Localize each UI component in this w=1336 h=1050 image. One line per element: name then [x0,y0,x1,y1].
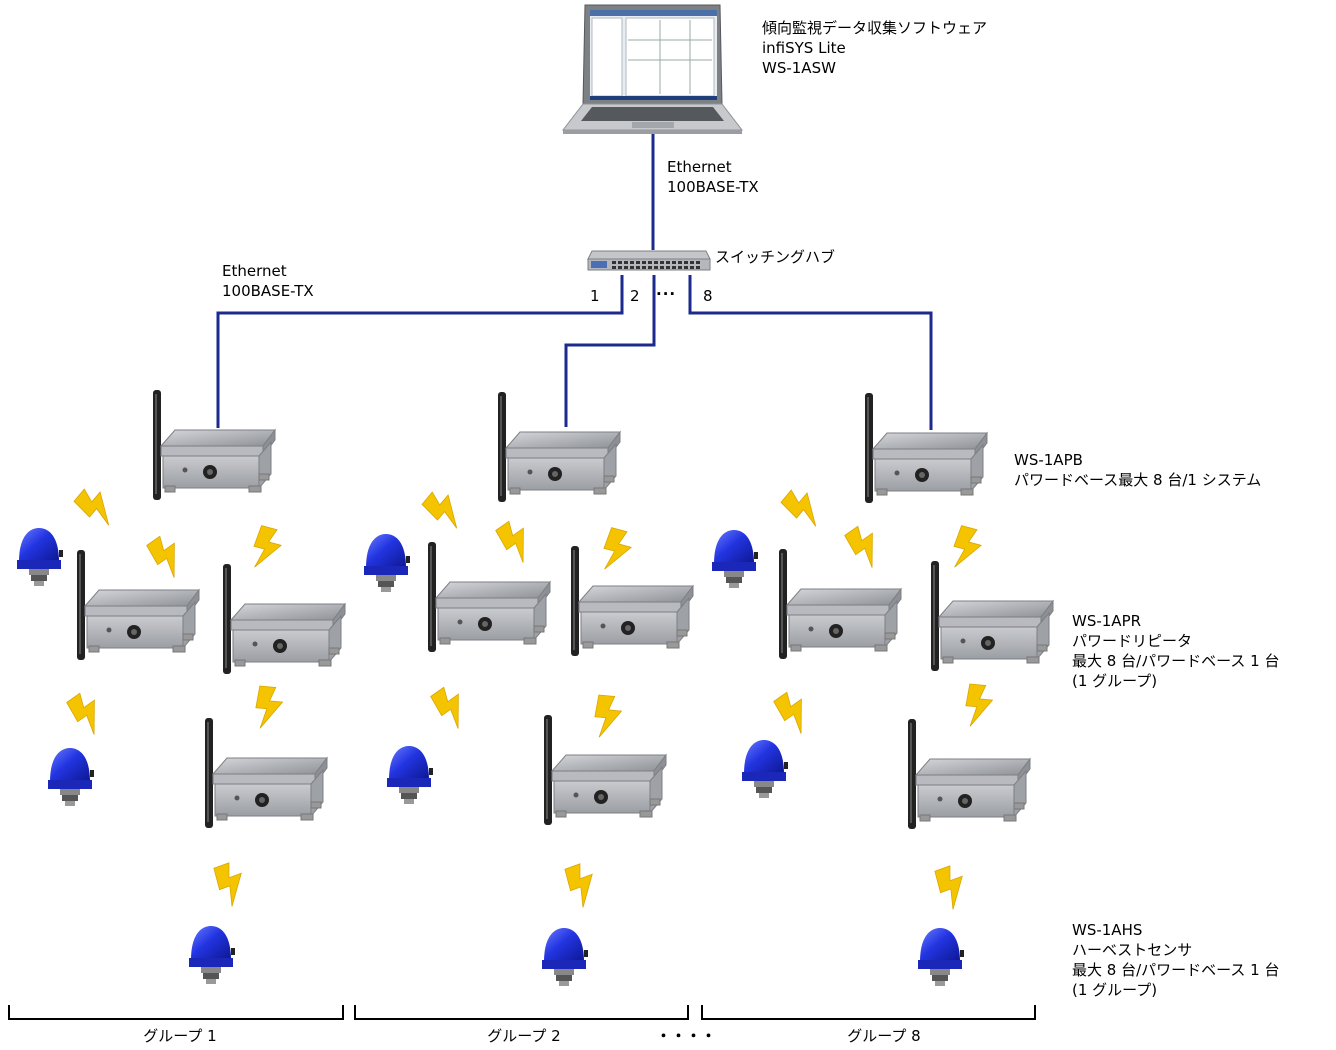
groups-ellipsis: ・・・・ [655,1027,717,1045]
lightning-bolt-icon [211,859,252,909]
software-label: 傾向監視データ収集ソフトウェア infiSYS Lite WS-1ASW [762,18,987,78]
hub-port-ellipsis: ··· [656,285,677,303]
software-name: infiSYS Lite [762,39,846,57]
powered-repeater-icon [907,718,1031,830]
sensor-desc: ハーベストセンサ [1072,941,1193,959]
harvest-sensor-icon [742,740,788,798]
lightning-bolt-icon [592,694,624,740]
powered-repeater-icon [543,714,667,826]
powered-repeater-icon [222,563,346,675]
base-model: WS-1APB [1014,451,1083,469]
lightning-bolt-icon [562,860,603,910]
group-1-label: グループ 1 [143,1027,217,1045]
hub-port-1: 1 [590,287,600,305]
group-2 [364,391,694,986]
base-legend: WS-1APB パワードベース最大 8 台/1 システム [1014,450,1261,490]
powered-repeater-icon [427,541,551,653]
group-8-label: グループ 8 [847,1027,921,1045]
hub-port-2: 2 [630,287,640,305]
base-desc: パワードベース最大 8 台/1 システム [1014,471,1262,489]
downlink-protocol: Ethernet [222,262,287,280]
repeater-group: (1 グループ) [1072,672,1158,690]
downlink-label: Ethernet 100BASE-TX [222,261,314,301]
lightning-bolt-icon [598,526,636,575]
lightning-bolt-icon [144,531,191,582]
powered-repeater-icon [570,545,694,657]
lightning-bolt-icon [420,485,470,534]
laptop-icon [561,4,744,134]
harvest-sensor-icon [712,530,758,588]
powered-base-icon [497,391,621,503]
harvest-sensor-icon [918,928,964,986]
lightning-bolt-icon [248,524,286,573]
harvest-sensor-icon [542,928,588,986]
switching-hub-icon [587,250,711,271]
lightning-bolt-icon [72,482,122,531]
hub-port-8: 8 [703,287,713,305]
sensor-group: (1 グループ) [1072,981,1158,999]
lightning-bolt-icon [842,521,889,572]
cable-port-1 [216,275,624,428]
uplink-label: Ethernet 100BASE-TX [667,157,759,197]
lightning-bolt-icon [493,516,540,567]
software-title: 傾向監視データ収集ソフトウェア [762,19,988,37]
lightning-bolt-icon [428,682,475,733]
harvest-sensor-icon [189,926,235,984]
software-model: WS-1ASW [762,59,836,77]
lightning-bolt-icon [771,687,818,738]
repeater-desc: パワードリピータ [1072,632,1193,650]
group-2-label: グループ 2 [487,1027,561,1045]
lightning-bolt-icon [948,524,986,573]
powered-repeater-icon [778,548,902,660]
group-8 [712,392,1054,986]
powered-base-icon [864,392,988,504]
cable-port-8 [688,275,933,430]
group-brackets [8,1005,1036,1020]
sensor-legend: WS-1AHS ハーベストセンサ 最大 8 台/パワードベース 1 台 (1 グ… [1072,920,1279,1000]
lightning-bolt-icon [932,862,973,912]
harvest-sensor-icon [17,528,63,586]
downlink-standard: 100BASE-TX [222,282,314,300]
harvest-sensor-icon [364,534,410,592]
uplink-standard: 100BASE-TX [667,178,759,196]
lightning-bolt-icon [64,688,111,739]
repeater-limit: 最大 8 台/パワードベース 1 台 [1072,652,1280,670]
repeater-model: WS-1APR [1072,612,1142,630]
sensor-limit: 最大 8 台/パワードベース 1 台 [1072,961,1280,979]
lightning-bolt-icon [779,483,829,532]
lightning-bolt-icon [253,685,285,731]
powered-repeater-icon [204,717,328,829]
powered-base-icon [152,389,276,501]
sensor-model: WS-1AHS [1072,921,1143,939]
powered-repeater-icon [930,560,1054,672]
repeater-legend: WS-1APR パワードリピータ 最大 8 台/パワードベース 1 台 (1 グ… [1072,611,1279,691]
harvest-sensor-icon [387,746,433,804]
group-1 [17,389,346,984]
uplink-protocol: Ethernet [667,158,732,176]
powered-repeater-icon [76,549,200,661]
lightning-bolt-icon [963,683,995,729]
cable-port-2 [564,275,656,427]
harvest-sensor-icon [48,748,94,806]
hub-label: スイッチングハブ [715,248,836,266]
